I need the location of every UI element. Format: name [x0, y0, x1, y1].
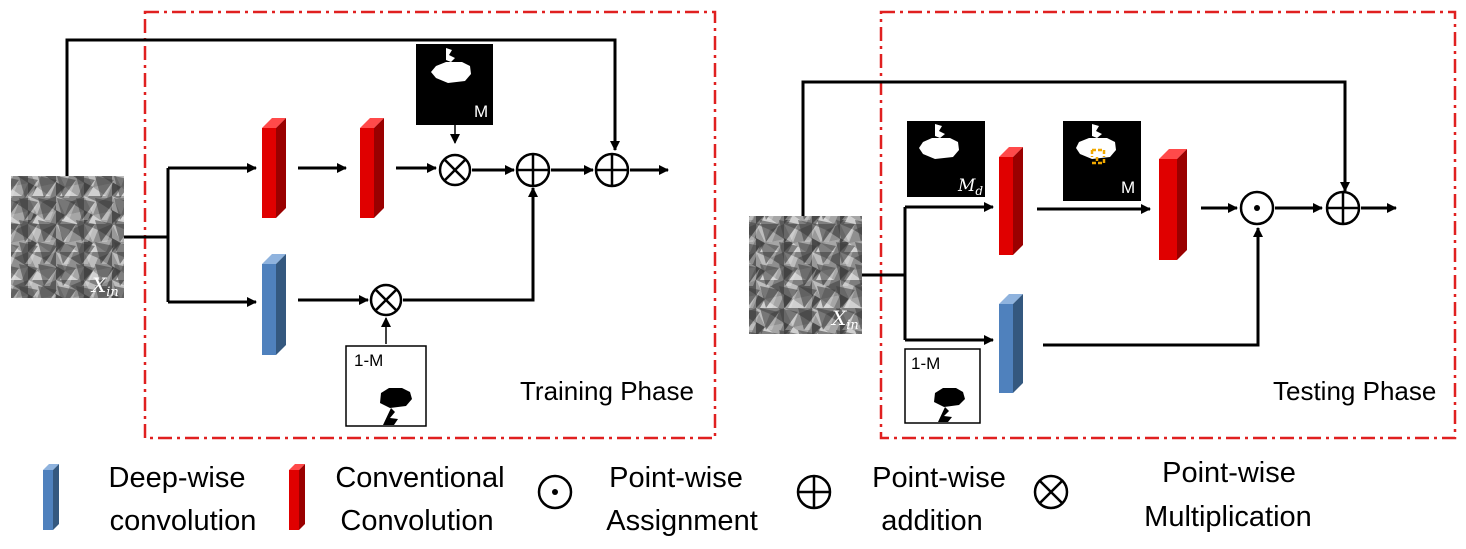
testing-depthwise-block — [999, 294, 1023, 393]
legend-addition-line1: Point-wise — [872, 462, 1006, 494]
testing-mask-label: M — [1121, 178, 1135, 197]
testing-inverse-mask-label: 1-M — [911, 354, 940, 373]
training-phase-label: Training Phase — [520, 376, 694, 406]
training-inverse-mask-label: 1-M — [354, 351, 383, 370]
testing-dilated-mask: Md — [907, 121, 985, 198]
testing-input-label: Xin — [830, 306, 859, 333]
legend-depthwise-line2: convolution — [110, 505, 257, 537]
training-skip-connection — [65, 38, 620, 176]
testing-phase-label: Testing Phase — [1273, 376, 1436, 406]
training-add-center — [515, 152, 551, 188]
hole-marker-icon — [1090, 148, 1106, 165]
legend-assignment: Point-wise Assignment — [537, 462, 758, 537]
legend-conventional-line2: Convolution — [340, 505, 493, 537]
legend-conventional-line1: Conventional — [335, 462, 504, 494]
training-depthwise-block — [262, 254, 286, 355]
training-inverse-mask: 1-M — [345, 345, 427, 427]
testing-skip-connection — [801, 80, 1350, 216]
legend-depthwise: Deep-wise convolution — [43, 462, 256, 537]
training-input-image: Xin — [11, 176, 124, 300]
training-mask-label: M — [474, 102, 488, 121]
training-input-label: Xin — [90, 273, 119, 300]
legend-addition: Point-wise addition — [796, 462, 1006, 537]
training-phase-border — [143, 10, 717, 440]
legend-conventional: Conventional Convolution — [289, 462, 505, 537]
training-conv-block-2 — [360, 118, 384, 218]
legend-multiplication-line2: Multiplication — [1144, 501, 1312, 533]
training-mask-m: M — [416, 44, 493, 125]
legend-assignment-line1: Point-wise — [609, 462, 743, 494]
legend-multiplication: Point-wise Multiplication — [1033, 457, 1312, 533]
testing-inverse-mask: 1-M — [904, 348, 981, 424]
legend-addition-line2: addition — [881, 505, 983, 537]
depthwise-conv-block-icon — [43, 464, 59, 530]
testing-assign-op — [1239, 190, 1275, 226]
training-phase: Xin M — [11, 38, 694, 427]
conventional-conv-block-icon — [289, 464, 305, 530]
otimes-icon — [1033, 474, 1069, 510]
testing-conv-block-2 — [1159, 149, 1187, 260]
testing-mask-m: M — [1063, 121, 1141, 201]
training-multiply-upper — [438, 153, 472, 187]
legend-assignment-line2: Assignment — [606, 505, 758, 537]
training-conv-block-1 — [262, 118, 286, 218]
legend-multiplication-line1: Point-wise — [1162, 457, 1296, 489]
legend: Deep-wise convolution Conventional Convo… — [43, 457, 1312, 537]
legend-depthwise-line1: Deep-wise — [109, 462, 246, 494]
testing-dilated-mask-label: Md — [957, 176, 983, 198]
testing-add-residual — [1325, 190, 1361, 226]
training-add-residual — [594, 152, 630, 188]
testing-conv-block-1 — [999, 147, 1023, 255]
odot-icon — [537, 474, 573, 510]
testing-phase-border — [879, 10, 1457, 440]
testing-input-image: Xin — [749, 216, 862, 334]
training-multiply-lower — [369, 283, 403, 317]
testing-phase: Xin Md M — [749, 80, 1436, 424]
oplus-icon — [796, 474, 832, 510]
